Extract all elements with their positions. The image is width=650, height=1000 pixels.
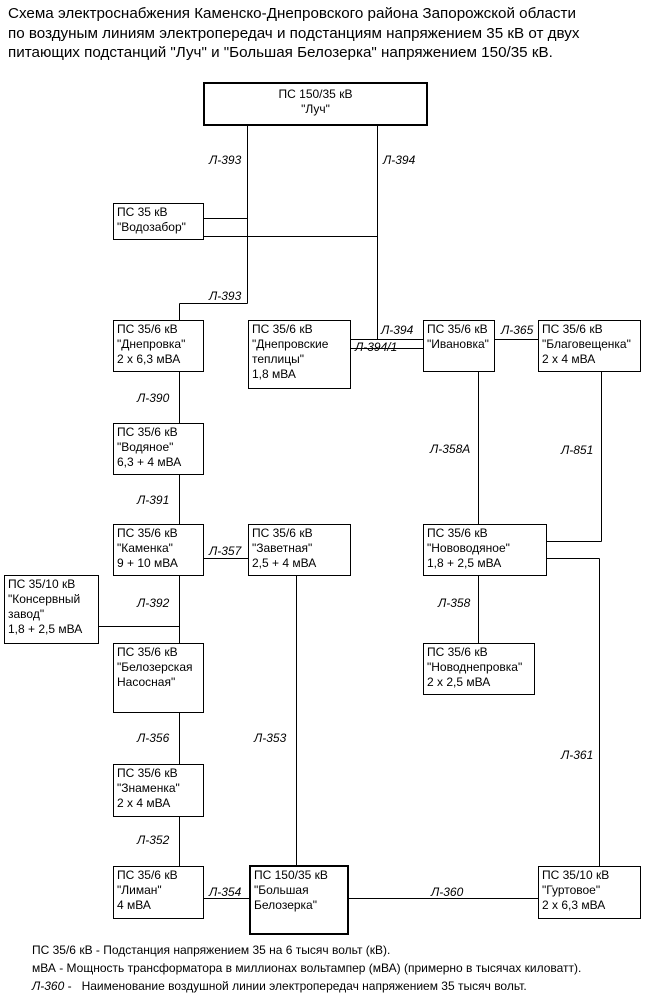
line-label-393-top: Л-393 [209, 153, 242, 167]
dneprovka-type: ПС 35/6 кВ [117, 322, 178, 336]
vodozabor-type: ПС 35 кВ [117, 205, 168, 219]
bolshaya-type: ПС 150/35 кВ [254, 868, 328, 882]
konservny-name-1: "Консервный [8, 592, 81, 606]
kamenka-type: ПС 35/6 кВ [117, 526, 178, 540]
ivanovka-type: ПС 35/6 кВ [427, 322, 488, 336]
novodneprovka-name: "Новоднепровка" [427, 660, 523, 674]
substation-dneprovka: ПС 35/6 кВ "Днепровка" 2 х 6,3 мВА [113, 320, 204, 372]
teplitsy-power: 1,8 мВА [252, 367, 296, 381]
substation-kamenka: ПС 35/6 кВ "Каменка" 9 + 10 мВА [113, 524, 204, 576]
blagoveshchenka-type: ПС 35/6 кВ [542, 322, 603, 336]
teplitsy-type: ПС 35/6 кВ [252, 322, 313, 336]
line-label-394-1: Л-394/1 [355, 340, 398, 354]
gurtovoe-type: ПС 35/10 кВ [542, 868, 610, 882]
line-label-393-mid: Л-393 [209, 289, 242, 303]
title-line-3: питающих подстанций "Луч" и "Большая Бел… [8, 44, 553, 61]
legend-line-term: Л-360 [32, 979, 65, 993]
vodyanoe-name: "Водяное" [117, 440, 174, 454]
zavetnaya-power: 2,5 + 4 мВА [252, 556, 317, 570]
line-label-394-top: Л-394 [383, 153, 416, 167]
substation-konservny-zavod: ПС 35/10 кВ "Консервный завод" 1,8 + 2,5… [4, 575, 99, 644]
konservny-power: 1,8 + 2,5 мВА [8, 622, 83, 636]
bolshaya-name-2: Белозерка" [254, 898, 317, 912]
blagoveshchenka-name: "Благовещенка" [542, 337, 631, 351]
substation-vodozabor: ПС 35 кВ "Водозабор" [113, 203, 204, 240]
belozerskaya-name-2: Насосная" [117, 675, 176, 689]
line-label-361: Л-361 [561, 748, 594, 762]
legend-power: мВА - Мощность трансформатора в миллиона… [32, 961, 582, 975]
dneprovka-name: "Днепровка" [117, 337, 186, 351]
legend-line-name: Л-360 - Наименование воздушной линии эле… [32, 977, 581, 995]
legend: ПС 35/6 кВ - Подстанция напряжением 35 н… [32, 941, 581, 995]
line-label-365: Л-365 [501, 323, 534, 337]
novovodyanoe-name: "Нововодяное" [427, 541, 510, 555]
novodneprovka-power: 2 х 2,5 мВА [427, 675, 491, 689]
novodneprovka-type: ПС 35/6 кВ [427, 645, 488, 659]
title-line-1: Схема электроснабжения Каменско-Днепровс… [8, 5, 576, 22]
line-label-390: Л-390 [137, 391, 170, 405]
kamenka-power: 9 + 10 мВА [117, 556, 178, 570]
substation-ivanovka: ПС 35/6 кВ "Ивановка" [423, 320, 495, 372]
substation-liman: ПС 35/6 кВ "Лиман" 4 мВА [113, 866, 204, 919]
znamenka-power: 2 х 4 мВА [117, 796, 171, 810]
line-label-353: Л-353 [254, 731, 287, 745]
gurtovoe-name: "Гуртовое" [542, 883, 601, 897]
line-label-358a: Л-358А [430, 442, 471, 456]
substation-zavetnaya: ПС 35/6 кВ "Заветная" 2,5 + 4 мВА [248, 524, 351, 576]
liman-type: ПС 35/6 кВ [117, 868, 178, 882]
vodozabor-name: "Водозабор" [117, 220, 186, 234]
dneprovka-power: 2 х 6,3 мВА [117, 352, 181, 366]
liman-power: 4 мВА [117, 898, 151, 912]
line-label-356: Л-356 [137, 731, 170, 745]
substation-znamenka: ПС 35/6 кВ "Знаменка" 2 х 4 мВА [113, 764, 204, 817]
substation-bolshaya-belozerka: ПС 150/35 кВ "Большая Белозерка" [249, 865, 349, 935]
diagram-title: Схема электроснабжения Каменско-Днепровс… [8, 4, 644, 63]
line-label-394-right: Л-394 [381, 323, 414, 337]
teplitsy-name-2: теплицы" [252, 352, 304, 366]
legend-line-text: - Наименование воздушной линии электропе… [64, 979, 527, 993]
belozerskaya-type: ПС 35/6 кВ [117, 645, 178, 659]
konservny-name-2: завод" [8, 607, 45, 621]
line-label-357: Л-357 [209, 544, 242, 558]
gurtovoe-power: 2 х 6,3 мВА [542, 898, 606, 912]
line-label-391: Л-391 [137, 493, 170, 507]
znamenka-type: ПС 35/6 кВ [117, 766, 178, 780]
blagoveshchenka-power: 2 х 4 мВА [542, 352, 596, 366]
kamenka-name: "Каменка" [117, 541, 173, 555]
vodyanoe-power: 6,3 + 4 мВА [117, 455, 182, 469]
substation-blagoveshchenka: ПС 35/6 кВ "Благовещенка" 2 х 4 мВА [538, 320, 641, 372]
luch-name: "Луч" [301, 102, 330, 116]
line-label-358: Л-358 [438, 596, 471, 610]
line-label-360: Л-360 [431, 885, 464, 899]
substation-novovodyanoe: ПС 35/6 кВ "Нововодяное" 1,8 + 2,5 мВА [423, 524, 547, 576]
line-label-851: Л-851 [561, 443, 594, 457]
konservny-type: ПС 35/10 кВ [8, 577, 76, 591]
substation-teplitsy: ПС 35/6 кВ "Днепровские теплицы" 1,8 мВА [248, 320, 351, 389]
substation-luch: ПС 150/35 кВ "Луч" [203, 82, 428, 126]
novovodyanoe-type: ПС 35/6 кВ [427, 526, 488, 540]
substation-gurtovoe: ПС 35/10 кВ "Гуртовое" 2 х 6,3 мВА [538, 866, 641, 919]
line-label-354: Л-354 [209, 885, 242, 899]
bolshaya-name-1: "Большая [254, 883, 309, 897]
substation-vodyanoe: ПС 35/6 кВ "Водяное" 6,3 + 4 мВА [113, 423, 204, 475]
line-label-352: Л-352 [137, 833, 170, 847]
zavetnaya-type: ПС 35/6 кВ [252, 526, 313, 540]
novovodyanoe-power: 1,8 + 2,5 мВА [427, 556, 502, 570]
zavetnaya-name: "Заветная" [252, 541, 313, 555]
znamenka-name: "Знаменка" [117, 781, 180, 795]
title-line-2: по воздуным линиям электропередач и подс… [8, 24, 580, 42]
luch-type: ПС 150/35 кВ [278, 87, 353, 101]
ivanovka-name: "Ивановка" [427, 337, 489, 351]
line-label-392: Л-392 [137, 596, 170, 610]
legend-substation: ПС 35/6 кВ - Подстанция напряжением 35 н… [32, 943, 391, 957]
teplitsy-name-1: "Днепровские [252, 337, 329, 351]
substation-novodneprovka: ПС 35/6 кВ "Новоднепровка" 2 х 2,5 мВА [423, 643, 535, 695]
belozerskaya-name-1: "Белозерская [117, 660, 193, 674]
liman-name: "Лиман" [117, 883, 162, 897]
substation-belozerskaya-nasosnaya: ПС 35/6 кВ "Белозерская Насосная" [113, 643, 204, 713]
vodyanoe-type: ПС 35/6 кВ [117, 425, 178, 439]
